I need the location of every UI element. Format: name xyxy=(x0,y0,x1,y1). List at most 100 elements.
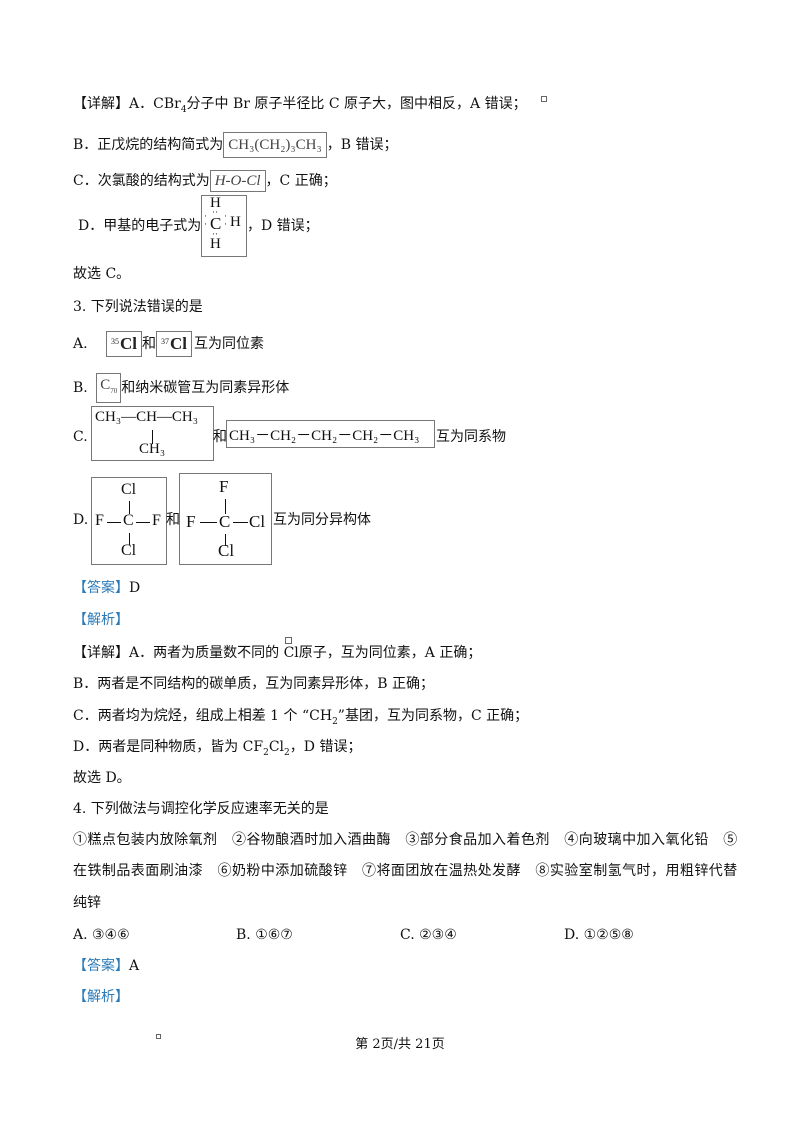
subscript: 4 xyxy=(180,104,187,115)
q4-items-line3: 纯锌 xyxy=(73,893,101,913)
atom: Cl xyxy=(249,512,266,531)
q2-conclusion: 故选 C。 xyxy=(73,264,130,284)
text: D．两者是同种物质，皆为 CF xyxy=(73,739,264,755)
text: ”基团，互为同系物，C 正确； xyxy=(337,708,529,724)
text: 和 xyxy=(142,336,157,352)
atom: H xyxy=(230,214,241,230)
element: C xyxy=(100,377,111,393)
option-label: C. xyxy=(73,429,88,445)
bond-line xyxy=(152,430,153,444)
text: 和纳米碳管互为同素异形体 xyxy=(121,380,290,396)
subscript: 70 xyxy=(110,387,118,395)
q3-detail-b: B．两者是不同结构的碳单质，互为同素异形体，B 正确； xyxy=(73,674,434,694)
formula-image-pentane: CH₃(CH₂)₃CH₃ xyxy=(223,132,327,158)
analysis-tag: 【解析】 xyxy=(73,612,129,628)
q4-items-line2: 在铁制品表面刷油漆 ⑥奶粉中添加硫酸锌 ⑦将面团放在温热处发酵 ⑧实验室制氢气时… xyxy=(73,861,738,881)
q3-option-c-post: 互为同系物 xyxy=(436,427,506,447)
text: B．正戊烷的结构简式为 xyxy=(73,137,224,153)
analysis-tag: 【解析】 xyxy=(73,989,129,1005)
q3-analysis: 【解析】 xyxy=(73,610,129,630)
structure-branch: CH₃ xyxy=(139,441,166,457)
q3-conclusion: 故选 D。 xyxy=(73,768,131,788)
atom: H xyxy=(210,195,221,211)
answer-value: A xyxy=(129,958,140,974)
q4-option-a: A. ③④⑥ xyxy=(73,925,130,945)
bond-line xyxy=(129,533,130,545)
formula-text: H-O-Cl xyxy=(214,173,261,189)
page-footer: 第 2页/共 21页 xyxy=(0,1033,800,1052)
q3-detail-c: C．两者均为烷烃，组成上相差 1 个 “CH2”基团，互为同系物，C 正确； xyxy=(73,706,528,732)
atom: C xyxy=(210,214,222,233)
q4-stem: 4. 下列做法与调控化学反应速率无关的是 xyxy=(73,799,329,819)
electron-dots-icon: ·· xyxy=(212,229,218,239)
q4-option-b: B. ①⑥⑦ xyxy=(236,925,293,945)
detail-tag: 【详解】 xyxy=(73,96,129,112)
text: A．两者为质量数不同的 xyxy=(129,645,280,661)
c70-image: C70 xyxy=(96,373,122,403)
answer-tag: 【答案】 xyxy=(73,958,129,974)
formula-text: CH₃(CH₂)₃CH₃ xyxy=(228,137,322,153)
isobutane-structure-image: CH₃—CH—CH₃ CH₃ xyxy=(91,406,214,461)
text: 分子中 Br 原子半径比 C 原子大，图中相反，A 错误； xyxy=(186,96,527,112)
bond-line xyxy=(225,499,226,514)
mass-number: 35 xyxy=(111,337,120,346)
bond-line xyxy=(200,522,217,523)
q3-detail-d: D．两者是同种物质，皆为 CF2Cl2，D 错误； xyxy=(73,737,361,763)
text: 互为同分异构体 xyxy=(273,512,371,528)
question-stem: 3. 下列说法错误的是 xyxy=(73,299,203,315)
subscript: 2 xyxy=(263,747,269,758)
q4-answer: 【答案】A xyxy=(73,956,139,976)
subscript: 2 xyxy=(332,716,338,727)
text: Cl xyxy=(268,739,285,755)
bond-line xyxy=(107,522,121,523)
q4-items-line1: ①糕点包装内放除氧剂 ②谷物酿酒时加入酒曲酶 ③部分食品加入着色剂 ④向玻璃中加… xyxy=(73,830,738,850)
text: D．甲基的电子式为 xyxy=(78,218,202,234)
isotope-37cl-image: 37 Cl xyxy=(156,331,193,357)
q3-option-c-and: 和 xyxy=(213,427,227,447)
atom: F xyxy=(219,477,229,496)
text: C．次氯酸的结构式为 xyxy=(73,173,210,189)
pentane-chain-image: CH₃－CH₂－CH₂－CH₂－CH₃ xyxy=(226,420,435,448)
q3-answer: 【答案】D xyxy=(73,578,140,598)
q3-option-d-post: 互为同分异构体 xyxy=(273,510,371,530)
q3-option-a: A. 35 Cl 和 37 Cl 互为同位素 xyxy=(73,331,264,357)
q4-analysis: 【解析】 xyxy=(73,987,129,1007)
text: 原子，互为同位素，A 正确； xyxy=(298,645,482,661)
electron-dots-icon: ·· xyxy=(212,207,218,217)
text: C．两者均为烷烃，组成上相差 1 个 “CH xyxy=(73,708,333,724)
atom: Cl xyxy=(121,542,137,559)
text: ①糕点包装内放除氧剂 ②谷物酿酒时加入酒曲酶 ③部分食品加入着色剂 ④向玻璃中加… xyxy=(73,832,738,848)
detail-tag: 【详解】 xyxy=(73,645,129,661)
option-text: D. ①②⑤⑧ xyxy=(564,927,634,943)
cf2cl2-structure-1-image: Cl F C F Cl xyxy=(91,477,167,565)
bond-line xyxy=(129,501,130,514)
bond-line xyxy=(136,522,150,523)
atom: F xyxy=(186,512,196,531)
q4-option-d: D. ①②⑤⑧ xyxy=(564,925,634,945)
methyl-electron-formula-image: H ·· C ·· ·· H ·· H xyxy=(201,195,247,257)
text: 纯锌 xyxy=(73,895,101,911)
cf2cl2-structure-2-image: F F C Cl Cl xyxy=(179,473,272,565)
element: Cl xyxy=(283,645,299,661)
option-text: B. ①⑥⑦ xyxy=(236,927,293,943)
text: B．两者是不同结构的碳单质，互为同素异形体，B 正确； xyxy=(73,676,435,692)
atom: F xyxy=(95,512,104,529)
text: ，D 错误； xyxy=(289,739,362,755)
q3-detail-a: 【详解】A．两者为质量数不同的 Cl原子，互为同位素，A 正确； xyxy=(73,643,481,663)
atom: H xyxy=(210,236,221,252)
text: 在铁制品表面刷油漆 ⑥奶粉中添加硫酸锌 ⑦将面团放在温热处发酵 ⑧实验室制氢气时… xyxy=(73,863,738,879)
subscript: 2 xyxy=(284,747,290,758)
bond-line xyxy=(225,534,226,546)
q3-option-d-label: D. xyxy=(73,510,88,530)
element: Cl xyxy=(170,334,188,353)
bond-line xyxy=(233,522,248,523)
image-placeholder-icon xyxy=(285,637,292,644)
image-placeholder-icon xyxy=(156,1034,161,1039)
option-label: A. xyxy=(73,336,88,352)
text: 互为同位素 xyxy=(194,336,265,352)
element: Cl xyxy=(120,334,138,353)
q2-detail-d-post: ，D 错误； xyxy=(247,216,319,236)
option-text: C. ②③④ xyxy=(400,927,457,943)
